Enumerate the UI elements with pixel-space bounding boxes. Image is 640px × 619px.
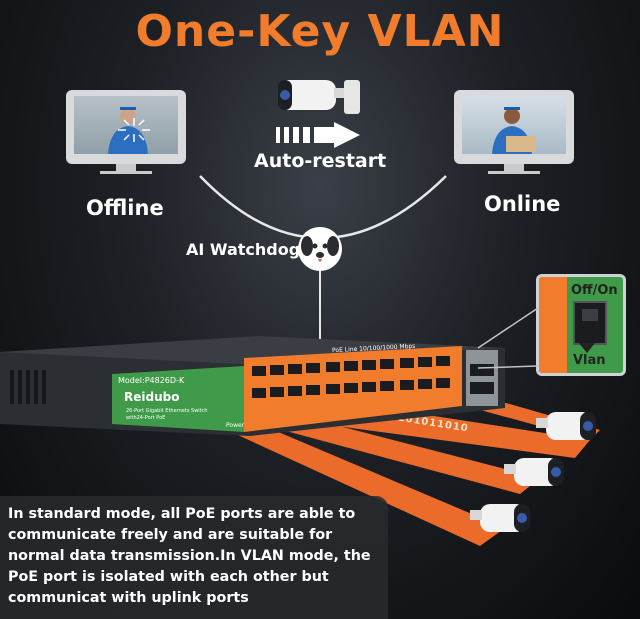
delivery-person-icon: [74, 96, 178, 154]
offline-label: Offline: [86, 196, 164, 220]
model-label: Model:P4826D-K: [118, 376, 185, 385]
vlan-switch-callout: Off/On Vlan: [536, 274, 626, 376]
brand-logo: Reidubo: [124, 390, 180, 404]
power-label: Power: [226, 422, 245, 429]
callout-lines: [477, 307, 539, 369]
vlan-toggle[interactable]: [573, 301, 607, 345]
poe-switch: [0, 336, 505, 436]
description-text: In standard mode, all PoE ports are able…: [0, 496, 388, 619]
online-monitor: [454, 90, 574, 174]
camera-icon: [278, 80, 360, 114]
offline-monitor: [66, 90, 186, 174]
arrow-right-icon: [276, 122, 360, 148]
switch-subtitle-line2: with24-Port PoE: [126, 415, 166, 421]
switch-subtitle-line1: 26-Port Gigabit Ethernets Switch: [126, 408, 208, 414]
camera-icon: [470, 504, 530, 532]
delivery-person-icon: [492, 107, 536, 154]
camera-icon: [536, 412, 596, 440]
online-label: Online: [484, 192, 561, 216]
auto-restart-label: Auto-restart: [254, 150, 387, 172]
vlan-label: Vlan: [573, 353, 606, 368]
vlan-off-on-label: Off/On: [571, 283, 618, 298]
arrow-down-icon: [579, 343, 595, 353]
page-title: One-Key VLAN: [135, 6, 505, 57]
switch-subtitle: 26-Port Gigabit Ethernets Switch with24-…: [126, 408, 226, 422]
dog-icon: [298, 227, 342, 271]
ai-watchdog-label: AI Watchdog: [186, 240, 301, 259]
camera-icon: [504, 458, 564, 486]
